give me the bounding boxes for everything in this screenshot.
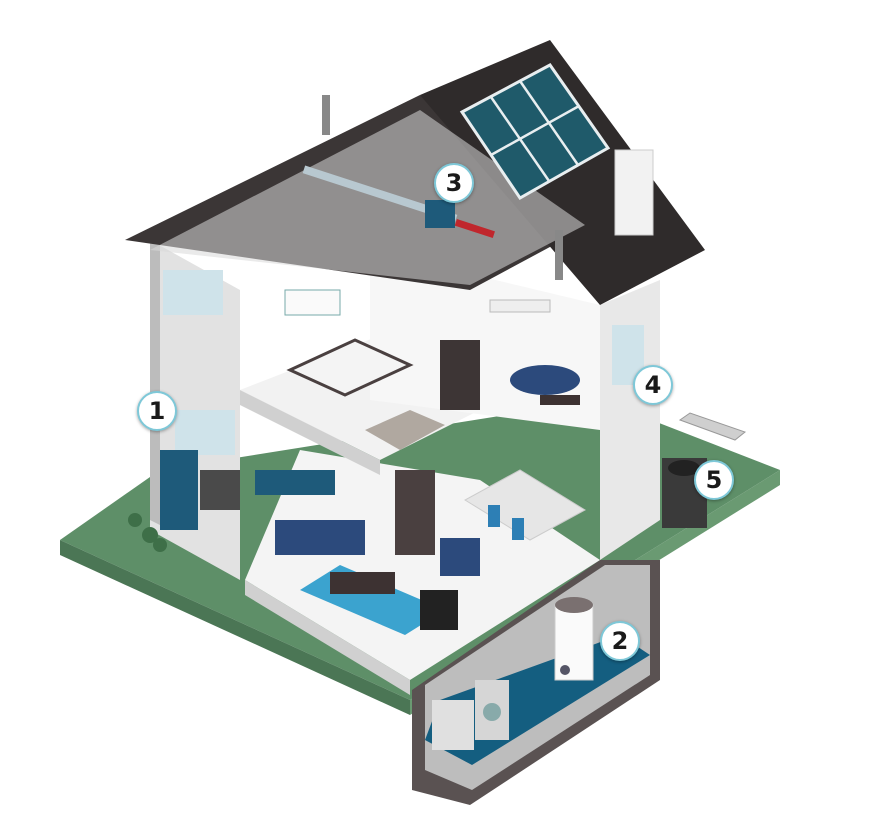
basement (412, 560, 660, 805)
callout-badge-4: 4 (633, 365, 673, 405)
shrubs (128, 513, 167, 552)
wardrobe (440, 340, 480, 410)
callout-badge-2: 2 (600, 621, 640, 661)
callout-badge-3: 3 (434, 163, 474, 203)
solar-panel (459, 63, 611, 200)
right-wall (600, 280, 660, 560)
coffee-table (330, 572, 395, 594)
dining-area (464, 469, 586, 541)
callout-badge-1: 1 (137, 391, 177, 431)
armchair (440, 538, 480, 576)
living-room (275, 470, 480, 635)
chimney (614, 149, 654, 236)
laundry-sink (432, 700, 474, 750)
bookshelf (395, 470, 435, 555)
callout-badge-5: 5 (694, 460, 734, 500)
ventilation-unit (302, 165, 495, 238)
study (489, 299, 580, 405)
kitchen (160, 450, 335, 530)
roof (125, 40, 705, 305)
bedroom (284, 289, 480, 450)
fridge (160, 450, 198, 530)
tv (420, 590, 458, 630)
garden-bench (678, 412, 747, 441)
water-heater (554, 597, 594, 681)
sofa (275, 520, 365, 555)
